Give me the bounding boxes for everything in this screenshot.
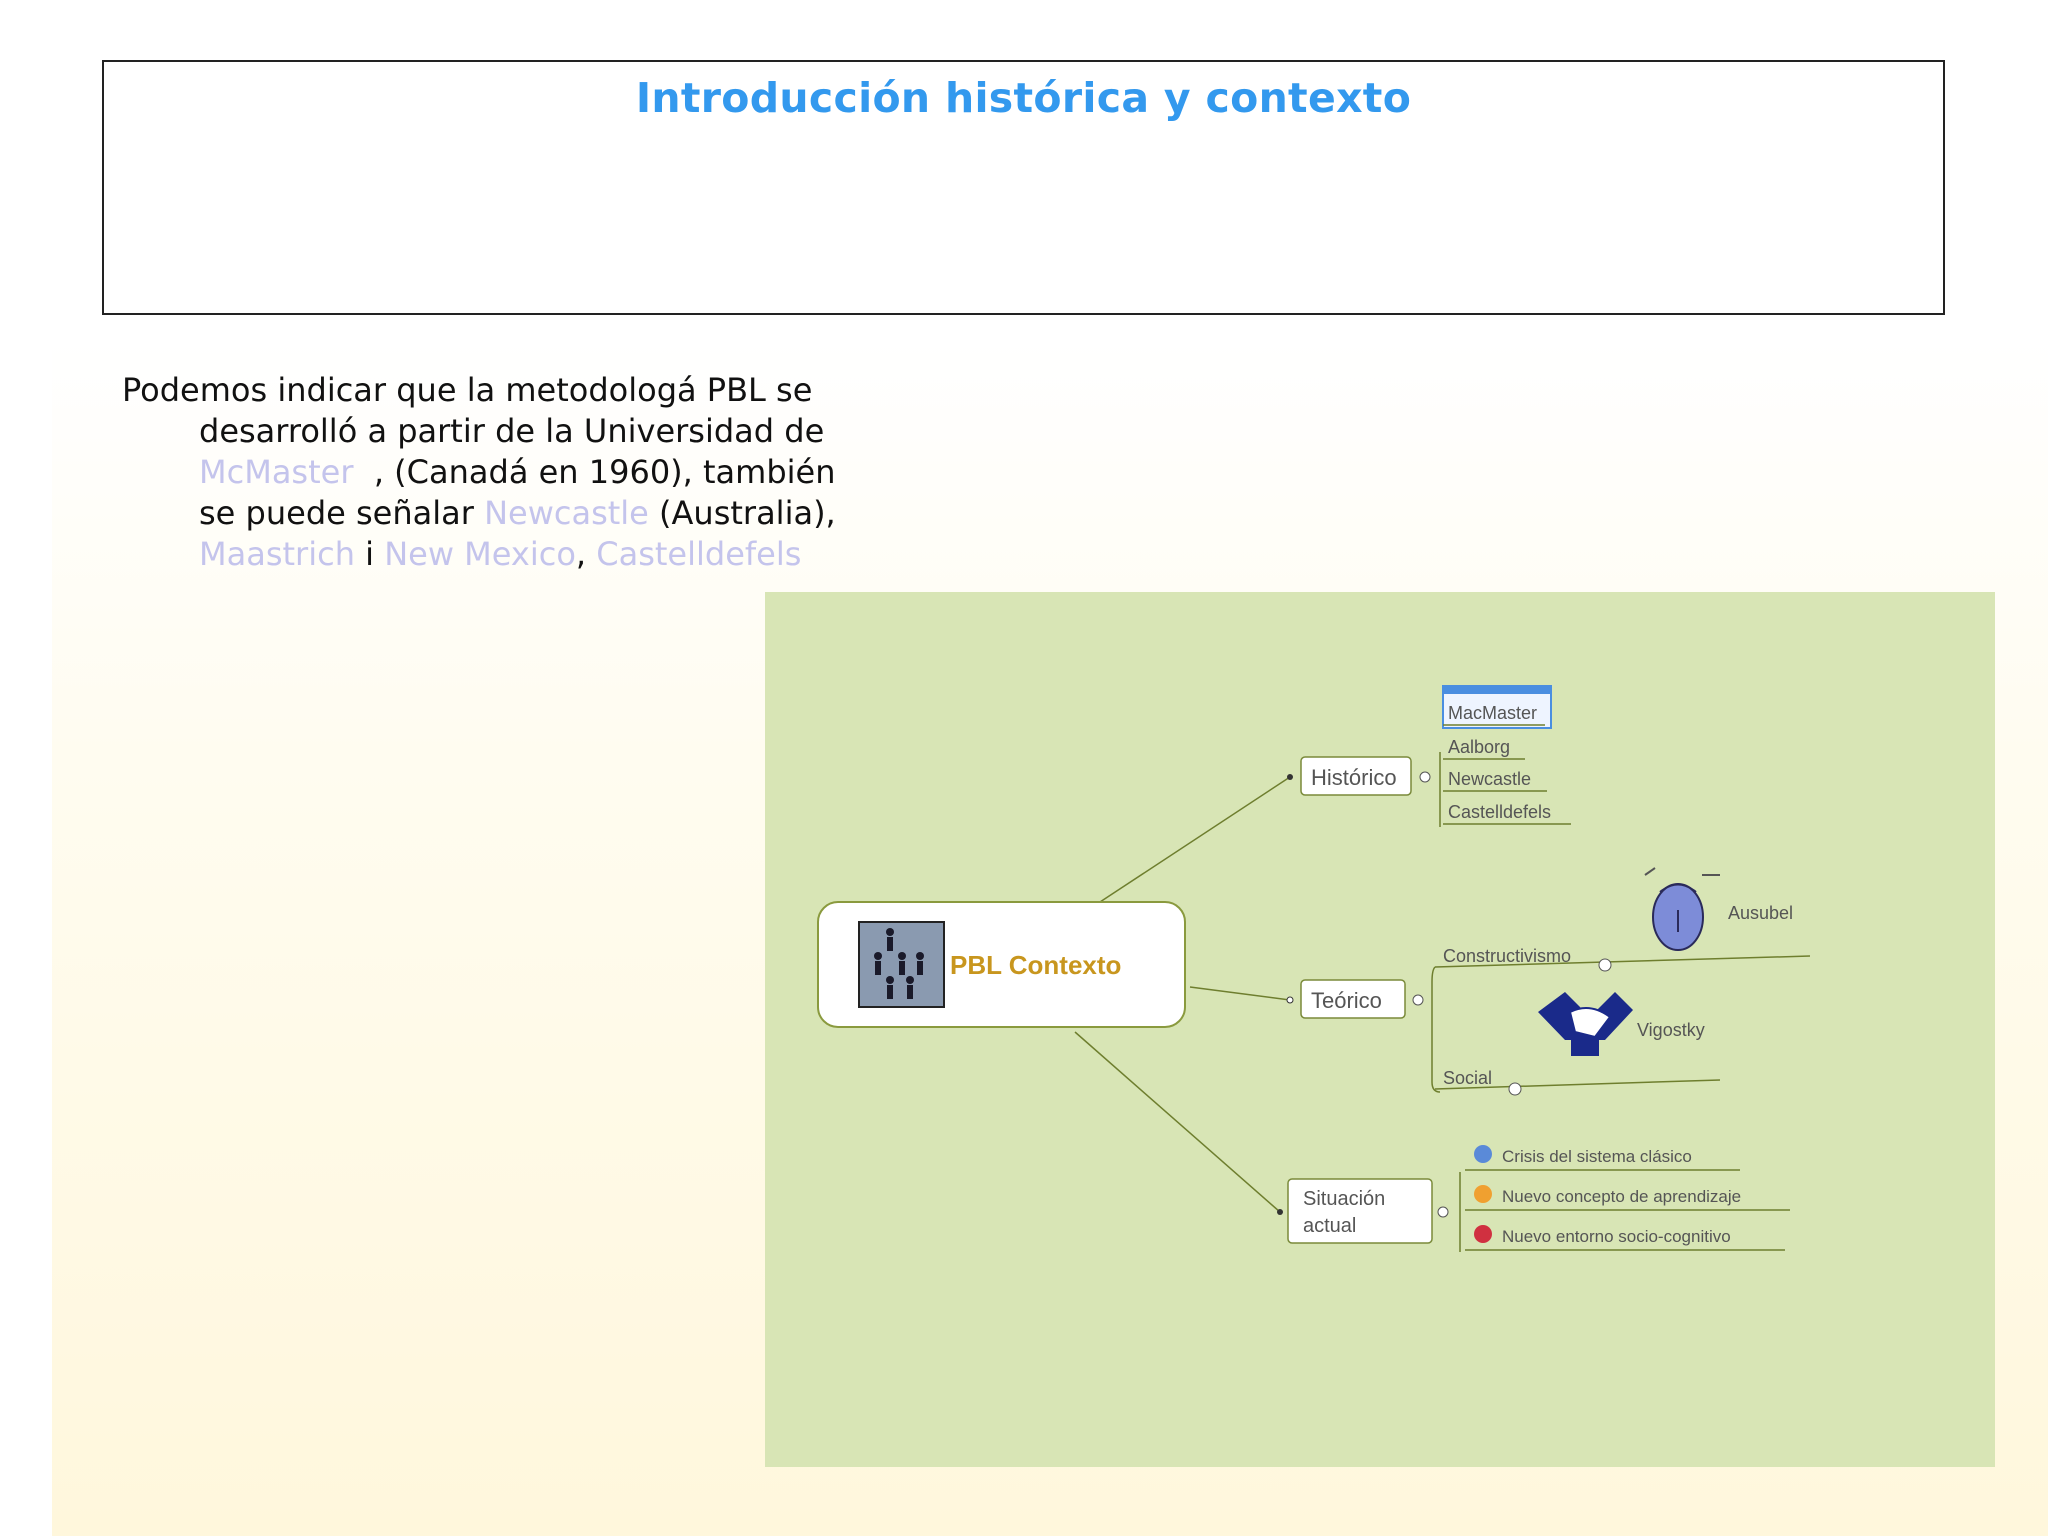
paragraph-line-2: desarrolló a partir de la Universidad de: [199, 412, 825, 450]
connector-historico: [1099, 776, 1291, 903]
situacion-node[interactable]: Situación actual: [1287, 1178, 1433, 1244]
vigostky-label: Vigostky: [1637, 1020, 1705, 1040]
mindmap-image: PBL Contexto Histórico MacMaster Aalborg…: [765, 592, 1995, 1467]
paragraph-text: , (Canadá en 1960), también: [353, 453, 836, 491]
connector-situacion: [1074, 1031, 1281, 1213]
collapse-toggle[interactable]: [1419, 771, 1431, 783]
title-box: Introducción histórica y contexto: [102, 60, 1945, 315]
teorico-node[interactable]: Teórico: [1300, 979, 1406, 1019]
paragraph-text: (Australia),: [648, 494, 836, 532]
paragraph-text: i: [354, 535, 385, 573]
historico-child-1[interactable]: MacMaster: [1448, 703, 1537, 723]
situacion-label-1: Situación: [1303, 1188, 1385, 1210]
collapse-toggle[interactable]: [1508, 1082, 1522, 1096]
connector-dot: [1287, 774, 1293, 780]
head-icon: [1644, 867, 1720, 951]
castelldefels-link[interactable]: Castelldefels: [596, 535, 802, 573]
historico-child-3[interactable]: Newcastle: [1448, 769, 1531, 789]
paragraph-line-5: Maastrich i New Mexico, Castelldefels: [122, 534, 882, 575]
connector-dot: [1277, 1209, 1283, 1215]
people-pyramid-icon: [858, 921, 945, 1008]
connector-dot: [1286, 996, 1294, 1004]
historico-node[interactable]: Histórico: [1300, 756, 1412, 796]
slide-title: Introducción histórica y contexto: [635, 74, 1412, 122]
social-label[interactable]: Social: [1443, 1068, 1492, 1088]
selected-item-header: [1443, 686, 1551, 694]
intro-paragraph: Podemos indicar que la metodologá PBL se…: [122, 370, 882, 575]
paragraph-line-4: se puede señalar Newcastle (Australia),: [122, 493, 882, 534]
ausubel-label: Ausubel: [1728, 903, 1793, 923]
sad-face-icon: [1474, 1145, 1492, 1163]
newcastle-link[interactable]: Newcastle: [484, 494, 649, 532]
situacion-child-3[interactable]: Nuevo entorno socio-cognitivo: [1502, 1227, 1731, 1246]
maastrich-link[interactable]: Maastrich: [199, 535, 355, 573]
alarm-face-icon: [1474, 1225, 1492, 1243]
situacion-label-2: actual: [1303, 1215, 1356, 1237]
paragraph-text: se puede señalar: [199, 494, 485, 532]
constructivismo-label[interactable]: Constructivismo: [1443, 946, 1571, 966]
situacion-child-2[interactable]: Nuevo concepto de aprendizaje: [1502, 1187, 1741, 1206]
historico-child-4[interactable]: Castelldefels: [1448, 802, 1551, 822]
collapse-toggle[interactable]: [1598, 958, 1612, 972]
paragraph-line-3: McMaster , (Canadá en 1960), también: [122, 452, 882, 493]
collapse-toggle[interactable]: [1437, 1206, 1449, 1218]
new-mexico-link[interactable]: New Mexico: [384, 535, 576, 573]
situacion-child-1[interactable]: Crisis del sistema clásico: [1502, 1147, 1692, 1166]
people-pyramid-icon: [874, 928, 924, 999]
collapse-toggle[interactable]: [1412, 994, 1424, 1006]
teorico-label: Teórico: [1311, 988, 1382, 1013]
central-node-label: PBL Contexto: [950, 950, 1121, 980]
paragraph-line-1: Podemos indicar que la metodologá PBL se: [122, 371, 813, 409]
central-node[interactable]: PBL Contexto: [817, 901, 1186, 1028]
smile-face-icon: [1474, 1185, 1492, 1203]
paragraph-text: ,: [575, 535, 597, 573]
historico-child-2[interactable]: Aalborg: [1448, 737, 1510, 757]
mcmaster-link[interactable]: McMaster: [199, 453, 354, 491]
handshake-icon: [1538, 992, 1633, 1056]
connector-teorico: [1189, 986, 1291, 1001]
historico-label: Histórico: [1311, 765, 1397, 790]
